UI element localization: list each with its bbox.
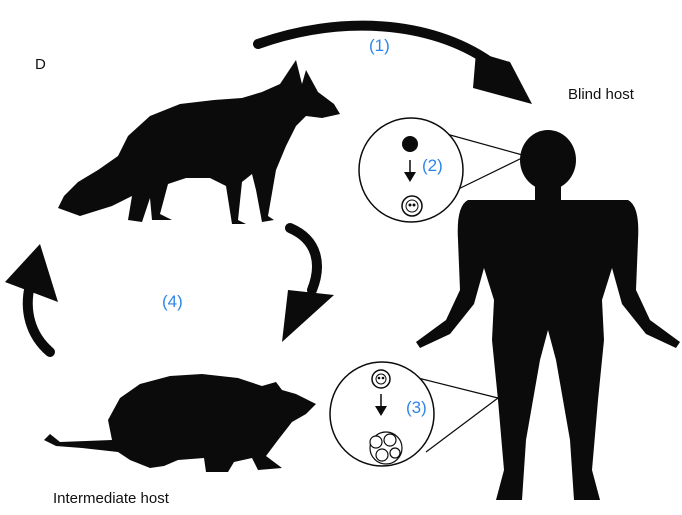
step-4-label: (4)	[162, 292, 183, 311]
step-1-label: (1)	[369, 36, 390, 55]
arrow-fox-to-human	[253, 20, 532, 104]
step-3-label: (3)	[406, 398, 427, 417]
human-silhouette-icon	[416, 130, 680, 500]
step-2-label: (2)	[422, 156, 443, 175]
hydatid-cyst-icon	[369, 431, 403, 465]
inset-cyst-development	[329, 361, 435, 467]
rodent-silhouette-icon	[44, 374, 316, 472]
arrow-rodent-to-fox	[5, 244, 58, 357]
blind-host-label: Blind host	[568, 86, 634, 103]
oncosphere-icon	[401, 195, 423, 217]
egg-icon	[402, 136, 418, 152]
arrow-fox-to-rodent	[282, 223, 334, 342]
fox-silhouette-icon	[58, 60, 340, 224]
inset-egg-hatching	[358, 117, 464, 223]
definitive-host-label: D	[35, 56, 46, 73]
oncosphere-icon	[371, 369, 391, 389]
zoom-lines-liver	[417, 377, 499, 453]
intermediate-host-label: Intermediate host	[53, 490, 169, 507]
